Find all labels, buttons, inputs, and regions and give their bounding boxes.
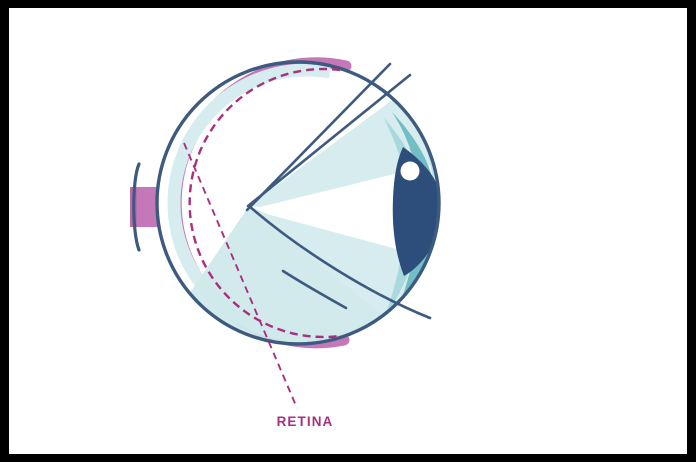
diagram-canvas: RETINA <box>9 8 687 454</box>
iris-mid-layer <box>392 112 436 318</box>
eye-anatomy-figure: RETINA <box>130 57 441 429</box>
pupil-highlight-icon <box>400 161 420 181</box>
boundary-lines-group <box>247 204 432 320</box>
light-cone-lower <box>252 210 437 322</box>
anterior-chamber-group <box>249 95 438 322</box>
lens-capsule-arc <box>247 204 432 320</box>
light-ray-2 <box>246 73 412 208</box>
retina-dashed-arc <box>188 67 341 339</box>
retina-label: RETINA <box>277 414 334 429</box>
light-cone-upper <box>249 95 438 207</box>
posterior-tint-group <box>185 206 437 344</box>
optic-nerve-sheath <box>132 162 141 252</box>
pupil <box>392 147 438 276</box>
pupil-group <box>392 147 438 276</box>
light-rays-group <box>245 62 412 212</box>
posterior-tint <box>185 206 437 344</box>
retina-leader-line <box>183 142 298 409</box>
sclera-outline <box>155 60 441 346</box>
light-ray-1 <box>245 62 392 212</box>
ciliary-line <box>281 269 348 310</box>
